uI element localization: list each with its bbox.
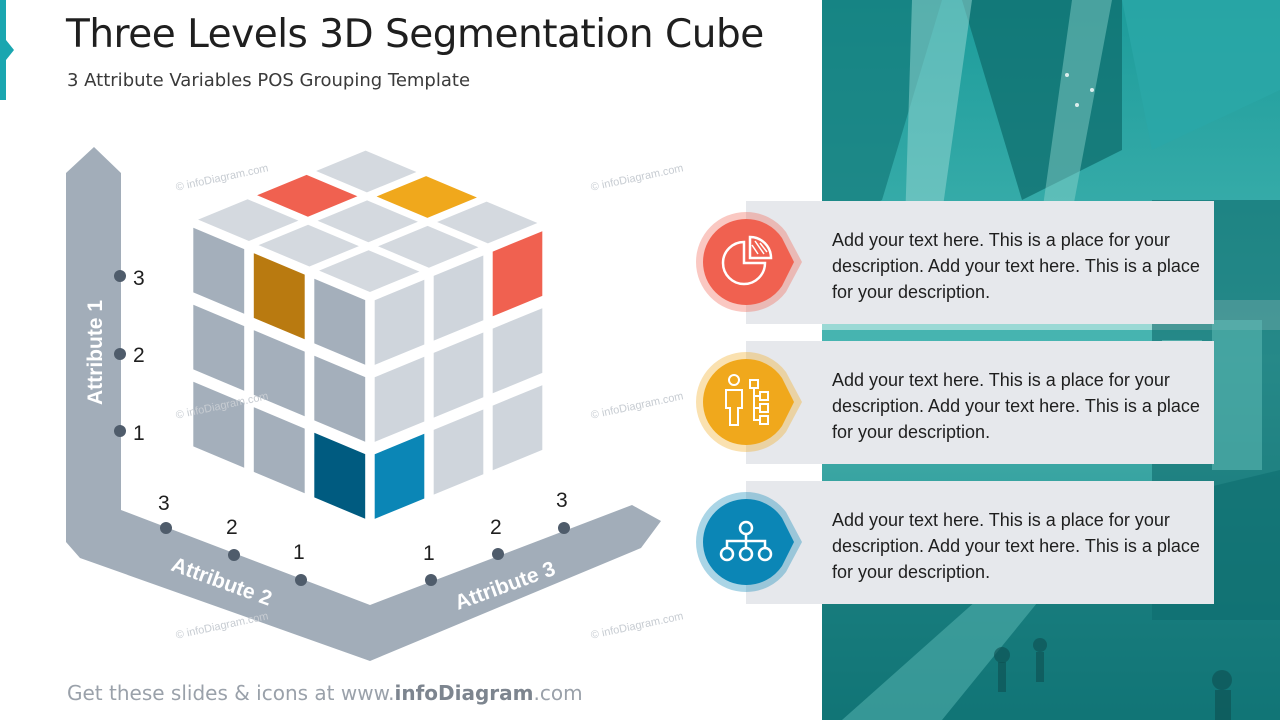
tick-label: 3 bbox=[158, 492, 170, 515]
badge-red bbox=[694, 210, 802, 314]
tick-label: 2 bbox=[490, 516, 502, 539]
cube-right-cell bbox=[374, 433, 425, 519]
cube-top-cell bbox=[437, 201, 538, 244]
page-subtitle: 3 Attribute Variables POS Grouping Templ… bbox=[67, 70, 471, 91]
tick-dot bbox=[492, 548, 504, 560]
cube-left-cell bbox=[253, 253, 305, 340]
tick-dot bbox=[114, 270, 126, 282]
cube-left-cell bbox=[253, 330, 305, 417]
axis-label-attribute-1: Attribute 1 bbox=[84, 300, 107, 405]
cube-top-cell bbox=[258, 224, 359, 267]
page-title: Three Levels 3D Segmentation Cube bbox=[66, 12, 764, 57]
footer: Get these slides & icons at www.infoDiag… bbox=[67, 681, 583, 705]
tick-label: 3 bbox=[556, 489, 568, 512]
accent-bar bbox=[0, 0, 6, 100]
cube-left-cell bbox=[314, 278, 366, 365]
cube-left-cell bbox=[253, 407, 305, 494]
badge-orange bbox=[694, 350, 802, 454]
segmentation-diagram: Attribute 1 Attribute 2 Attribute 3 3 2 … bbox=[66, 147, 661, 661]
description-text[interactable]: Add your text here. This is a place for … bbox=[832, 230, 1200, 302]
cube-left-cell bbox=[314, 432, 366, 519]
footer-prefix: Get these slides & icons at www. bbox=[67, 681, 395, 705]
cube-right-cell bbox=[492, 385, 543, 471]
tick-dot bbox=[114, 348, 126, 360]
cube-right-cell bbox=[492, 231, 543, 317]
tick-label: 2 bbox=[226, 516, 238, 539]
footer-brand[interactable]: infoDiagram bbox=[394, 681, 534, 705]
cube-left-cell bbox=[193, 304, 245, 391]
cube-right-cell bbox=[433, 409, 484, 495]
tick-dot bbox=[558, 522, 570, 534]
org-person-icon bbox=[725, 374, 769, 426]
description-panel-2: Add your text here. This is a place for … bbox=[746, 341, 1214, 464]
cube-top-cell bbox=[319, 250, 420, 292]
cube-top-cell bbox=[198, 199, 299, 241]
tick-dot bbox=[160, 522, 172, 534]
tick-label: 3 bbox=[133, 267, 145, 290]
cube-left-cell bbox=[193, 227, 245, 314]
cube-right-cell bbox=[374, 279, 425, 365]
tick-label: 2 bbox=[133, 344, 145, 367]
description-text[interactable]: Add your text here. This is a place for … bbox=[832, 370, 1200, 442]
cube-left-cell bbox=[314, 355, 366, 442]
pie-chart-icon bbox=[721, 235, 773, 286]
cube-right-cell bbox=[492, 308, 543, 394]
cube-right-cell bbox=[374, 356, 425, 442]
description-panel-3: Add your text here. This is a place for … bbox=[746, 481, 1214, 604]
hierarchy-icon bbox=[719, 520, 773, 562]
tick-dot bbox=[114, 425, 126, 437]
cube-top-cell bbox=[378, 225, 479, 268]
description-text[interactable]: Add your text here. This is a place for … bbox=[832, 510, 1200, 582]
tick-dot bbox=[228, 549, 240, 561]
badge-blue bbox=[694, 490, 802, 594]
cube-top-cell bbox=[317, 200, 418, 243]
description-panel-1: Add your text here. This is a place for … bbox=[746, 201, 1214, 324]
cube-top-cell bbox=[257, 174, 358, 217]
cube-right-cell bbox=[433, 255, 484, 341]
footer-suffix: .com bbox=[533, 681, 583, 705]
cube-left-cell bbox=[193, 381, 245, 468]
tick-label: 1 bbox=[423, 542, 435, 565]
segmentation-cube bbox=[193, 150, 543, 519]
tick-label: 1 bbox=[133, 422, 145, 445]
tick-dot bbox=[295, 574, 307, 586]
cube-right-cell bbox=[433, 332, 484, 418]
accent-tip bbox=[6, 40, 14, 60]
tick-label: 1 bbox=[293, 541, 305, 564]
cube-top-cell bbox=[376, 176, 477, 218]
tick-dot bbox=[425, 574, 437, 586]
cube-top-cell bbox=[316, 150, 417, 193]
